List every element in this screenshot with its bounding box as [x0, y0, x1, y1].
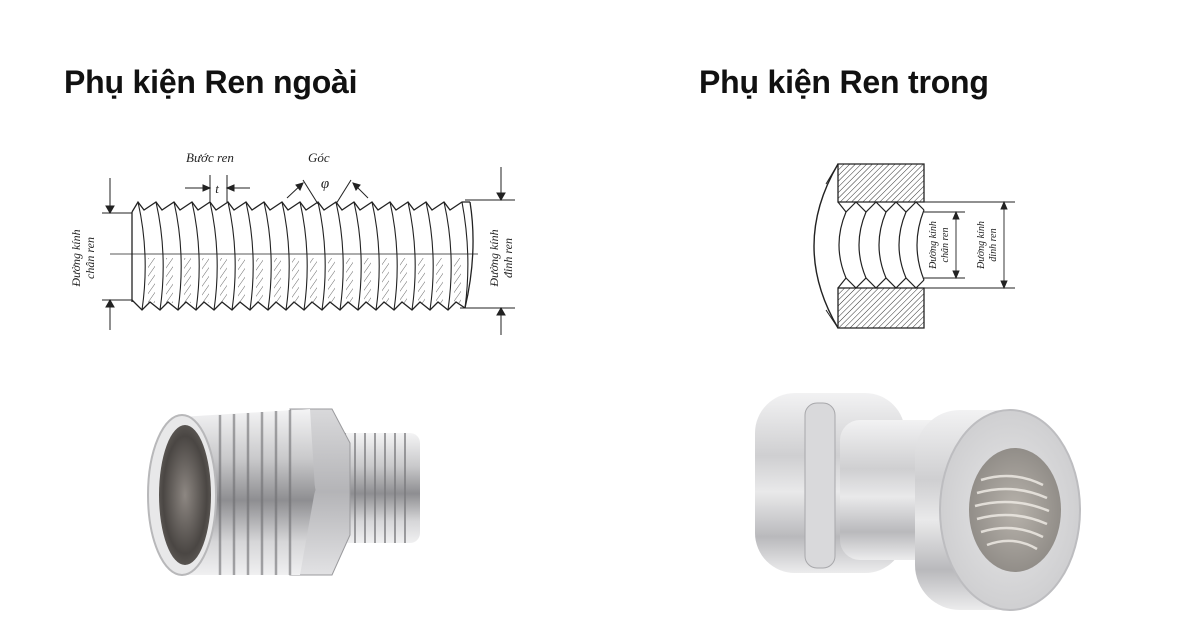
angle-symbol: φ: [321, 176, 329, 192]
angle-label: Góc: [308, 150, 330, 165]
pitch-label: Bước ren: [186, 150, 234, 165]
crest-diameter-dimension: [460, 167, 515, 335]
title-external-thread: Phụ kiện Ren ngoài: [64, 64, 358, 100]
female-thread-fitting-photo: [745, 375, 1085, 630]
root-diameter-label-2: chân ren: [83, 237, 97, 279]
title-internal-thread: Phụ kiện Ren trong: [699, 64, 989, 100]
root-diameter-dimension: [102, 178, 132, 330]
inner-root-diameter-label-2: chân ren: [940, 228, 951, 263]
thread-body: [131, 200, 474, 311]
external-thread-diagram: t Bước ren φ Góc Đường kính chân ren Đườ…: [60, 140, 530, 340]
angle-dimension: [286, 179, 369, 205]
internal-thread-diagram: Đường kính chân ren Đường kính đỉnh ren: [790, 150, 1050, 350]
crest-diameter-label-2: đỉnh ren: [501, 238, 515, 278]
male-thread-fitting-photo: [140, 395, 440, 600]
inner-root-diameter-label-1: Đường kính: [928, 221, 939, 270]
crest-diameter-label-1: Đường kính: [487, 229, 501, 287]
inner-crest-diameter-label-2: đỉnh ren: [988, 228, 999, 261]
pitch-dimension: [185, 175, 250, 202]
inner-crest-diameter-label-1: Đường kính: [976, 221, 987, 270]
pitch-symbol: t: [215, 181, 219, 196]
root-diameter-label-1: Đường kính: [69, 229, 83, 287]
